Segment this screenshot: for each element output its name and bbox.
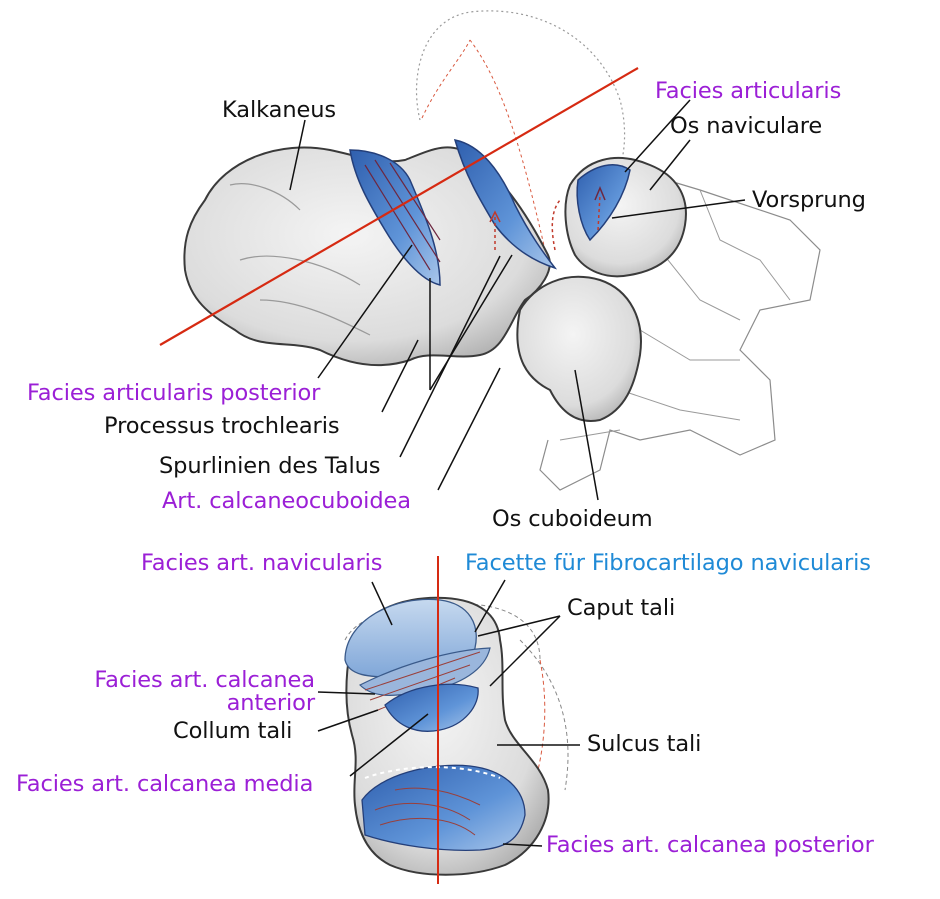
label-facies-art-calcanea-media: Facies art. calcanea media [16, 771, 314, 797]
label-os-naviculare: Os naviculare [670, 113, 823, 139]
bottom-leader-lines [317, 579, 580, 847]
bottom-view-illustration [317, 556, 580, 884]
posterior-articular-facet [349, 149, 441, 286]
label-facies-articularis: Facies articularis [655, 78, 842, 104]
axis-line-top [159, 67, 639, 346]
metatarsal-outlines [539, 174, 821, 491]
label-art-calcaneocuboidea: Art. calcaneocuboidea [162, 488, 411, 514]
talus-outline-dotted [415, 10, 626, 181]
cuboid-bone [516, 275, 642, 422]
label-vorsprung: Vorsprung [752, 187, 866, 213]
label-facies-art-calcanea-anterior-1: Facies art. calcanea [94, 667, 315, 693]
label-facies-art-navicularis: Facies art. navicularis [141, 550, 383, 576]
label-spurlinien-des-talus: Spurlinien des Talus [159, 453, 381, 479]
navicular-facet [576, 164, 631, 242]
label-os-cuboideum: Os cuboideum [492, 506, 653, 532]
label-sulcus-tali: Sulcus tali [587, 731, 702, 757]
label-kalkaneus: Kalkaneus [222, 97, 337, 123]
label-caput-tali: Caput tali [567, 595, 676, 621]
media-facet [384, 683, 479, 732]
top-leader-lines [289, 99, 746, 501]
label-processus-trochlearis: Processus trochlearis [104, 413, 340, 439]
label-facies-articularis-posterior: Facies articularis posterior [27, 380, 321, 406]
middle-articular-facet [453, 139, 558, 270]
top-view-illustration [159, 10, 821, 501]
label-facies-art-calcanea-anterior-2: anterior [226, 690, 316, 716]
label-collum-tali: Collum tali [173, 718, 293, 744]
label-facette-fibrocartilago: Facette für Fibrocartilago navicularis [465, 550, 871, 576]
label-facies-art-calcanea-posterior: Facies art. calcanea posterior [546, 832, 874, 858]
